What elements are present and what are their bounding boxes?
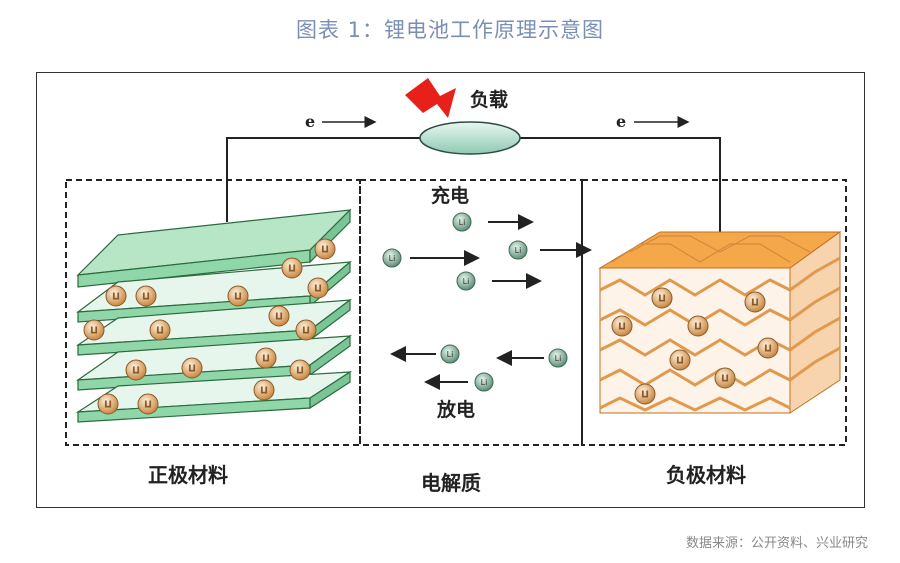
li-ion [135,285,157,307]
li-ion [744,291,766,313]
li-ion-label: Li [315,284,322,293]
li-ion [669,349,691,371]
li-ion [295,319,317,341]
li-ion [687,315,709,337]
li-ion-label: Li [447,350,454,359]
li-ion-label: Li [261,386,268,395]
li-ion [452,212,472,232]
li-ion [456,271,476,291]
li-ion-label: Li [722,374,729,383]
li-ion [314,238,336,260]
cathode-plates [75,208,353,423]
charge-label: 充电 [431,184,469,207]
li-ion [255,347,277,369]
li-ion [548,348,568,368]
li-ion [281,257,303,279]
li-ion [474,372,494,392]
li-ion [125,359,147,381]
diagram-frame [36,72,865,508]
li-ion [149,319,171,341]
li-ion-label: Li [322,245,329,254]
li-ion [307,277,329,299]
li-ion-label: Li [297,366,304,375]
li-ion-label: Li [515,246,522,255]
anode-region [581,179,847,446]
li-ion-label: Li [481,378,488,387]
li-ion-label: Li [145,400,152,409]
li-ion [714,367,736,389]
li-ion-label: Li [389,254,396,263]
li-ion [181,357,203,379]
li-ion-label: Li [105,400,112,409]
li-ion-label: Li [133,366,140,375]
li-ion-label: Li [695,322,702,331]
li-ion [382,248,402,268]
discharge-label: 放电 [436,398,475,421]
li-ion [651,287,673,309]
cathode-label: 正极材料 [148,463,228,487]
li-ion-label: Li [765,344,772,353]
li-ion [97,393,119,415]
load-label: 负载 [470,88,508,111]
load-icon [419,121,521,155]
li-ion-label: Li [303,326,310,335]
electron-label-left: e [305,112,315,131]
li-ion [289,359,311,381]
li-ion [757,337,779,359]
anode-label: 负极材料 [666,463,746,487]
li-ion-label: Li [752,298,759,307]
li-ion-label: Li [659,294,666,303]
electrolyte-label: 电解质 [421,471,481,495]
li-ion-label: Li [619,322,626,331]
li-ion [105,285,127,307]
li-ion-label: Li [235,292,242,301]
figure-title: 图表 1：锂电池工作原理示意图 [295,18,605,42]
li-ion-label: Li [263,354,270,363]
li-ion [268,305,290,327]
li-ion-label: Li [276,312,283,321]
li-ion [634,383,656,405]
li-ion-label: Li [677,356,684,365]
anode-block [598,231,842,414]
li-ion [611,315,633,337]
li-ion [440,344,460,364]
li-ion-label: Li [555,354,562,363]
li-ion-label: Li [91,326,98,335]
li-ion-label: Li [459,218,466,227]
li-ion [83,319,105,341]
lightning-bolt-icon [405,78,456,118]
li-ion [137,393,159,415]
li-ion-label: Li [642,390,649,399]
cathode-plate [76,208,352,288]
li-ion-label: Li [157,326,164,335]
li-ion-label: Li [463,277,470,286]
li-ion-label: Li [113,292,120,301]
electron-label-right: e [616,112,626,131]
li-ion-label: Li [289,264,296,273]
circuit-wire [226,137,721,240]
li-ion [227,285,249,307]
li-ion-label: Li [143,292,150,301]
compartment-borders [65,179,847,446]
source-note: 数据来源：公开资料、兴业研究 [685,536,868,551]
li-ion [508,240,528,260]
li-ion [253,379,275,401]
cathode-region [65,179,361,446]
li-ion-label: Li [189,364,196,373]
